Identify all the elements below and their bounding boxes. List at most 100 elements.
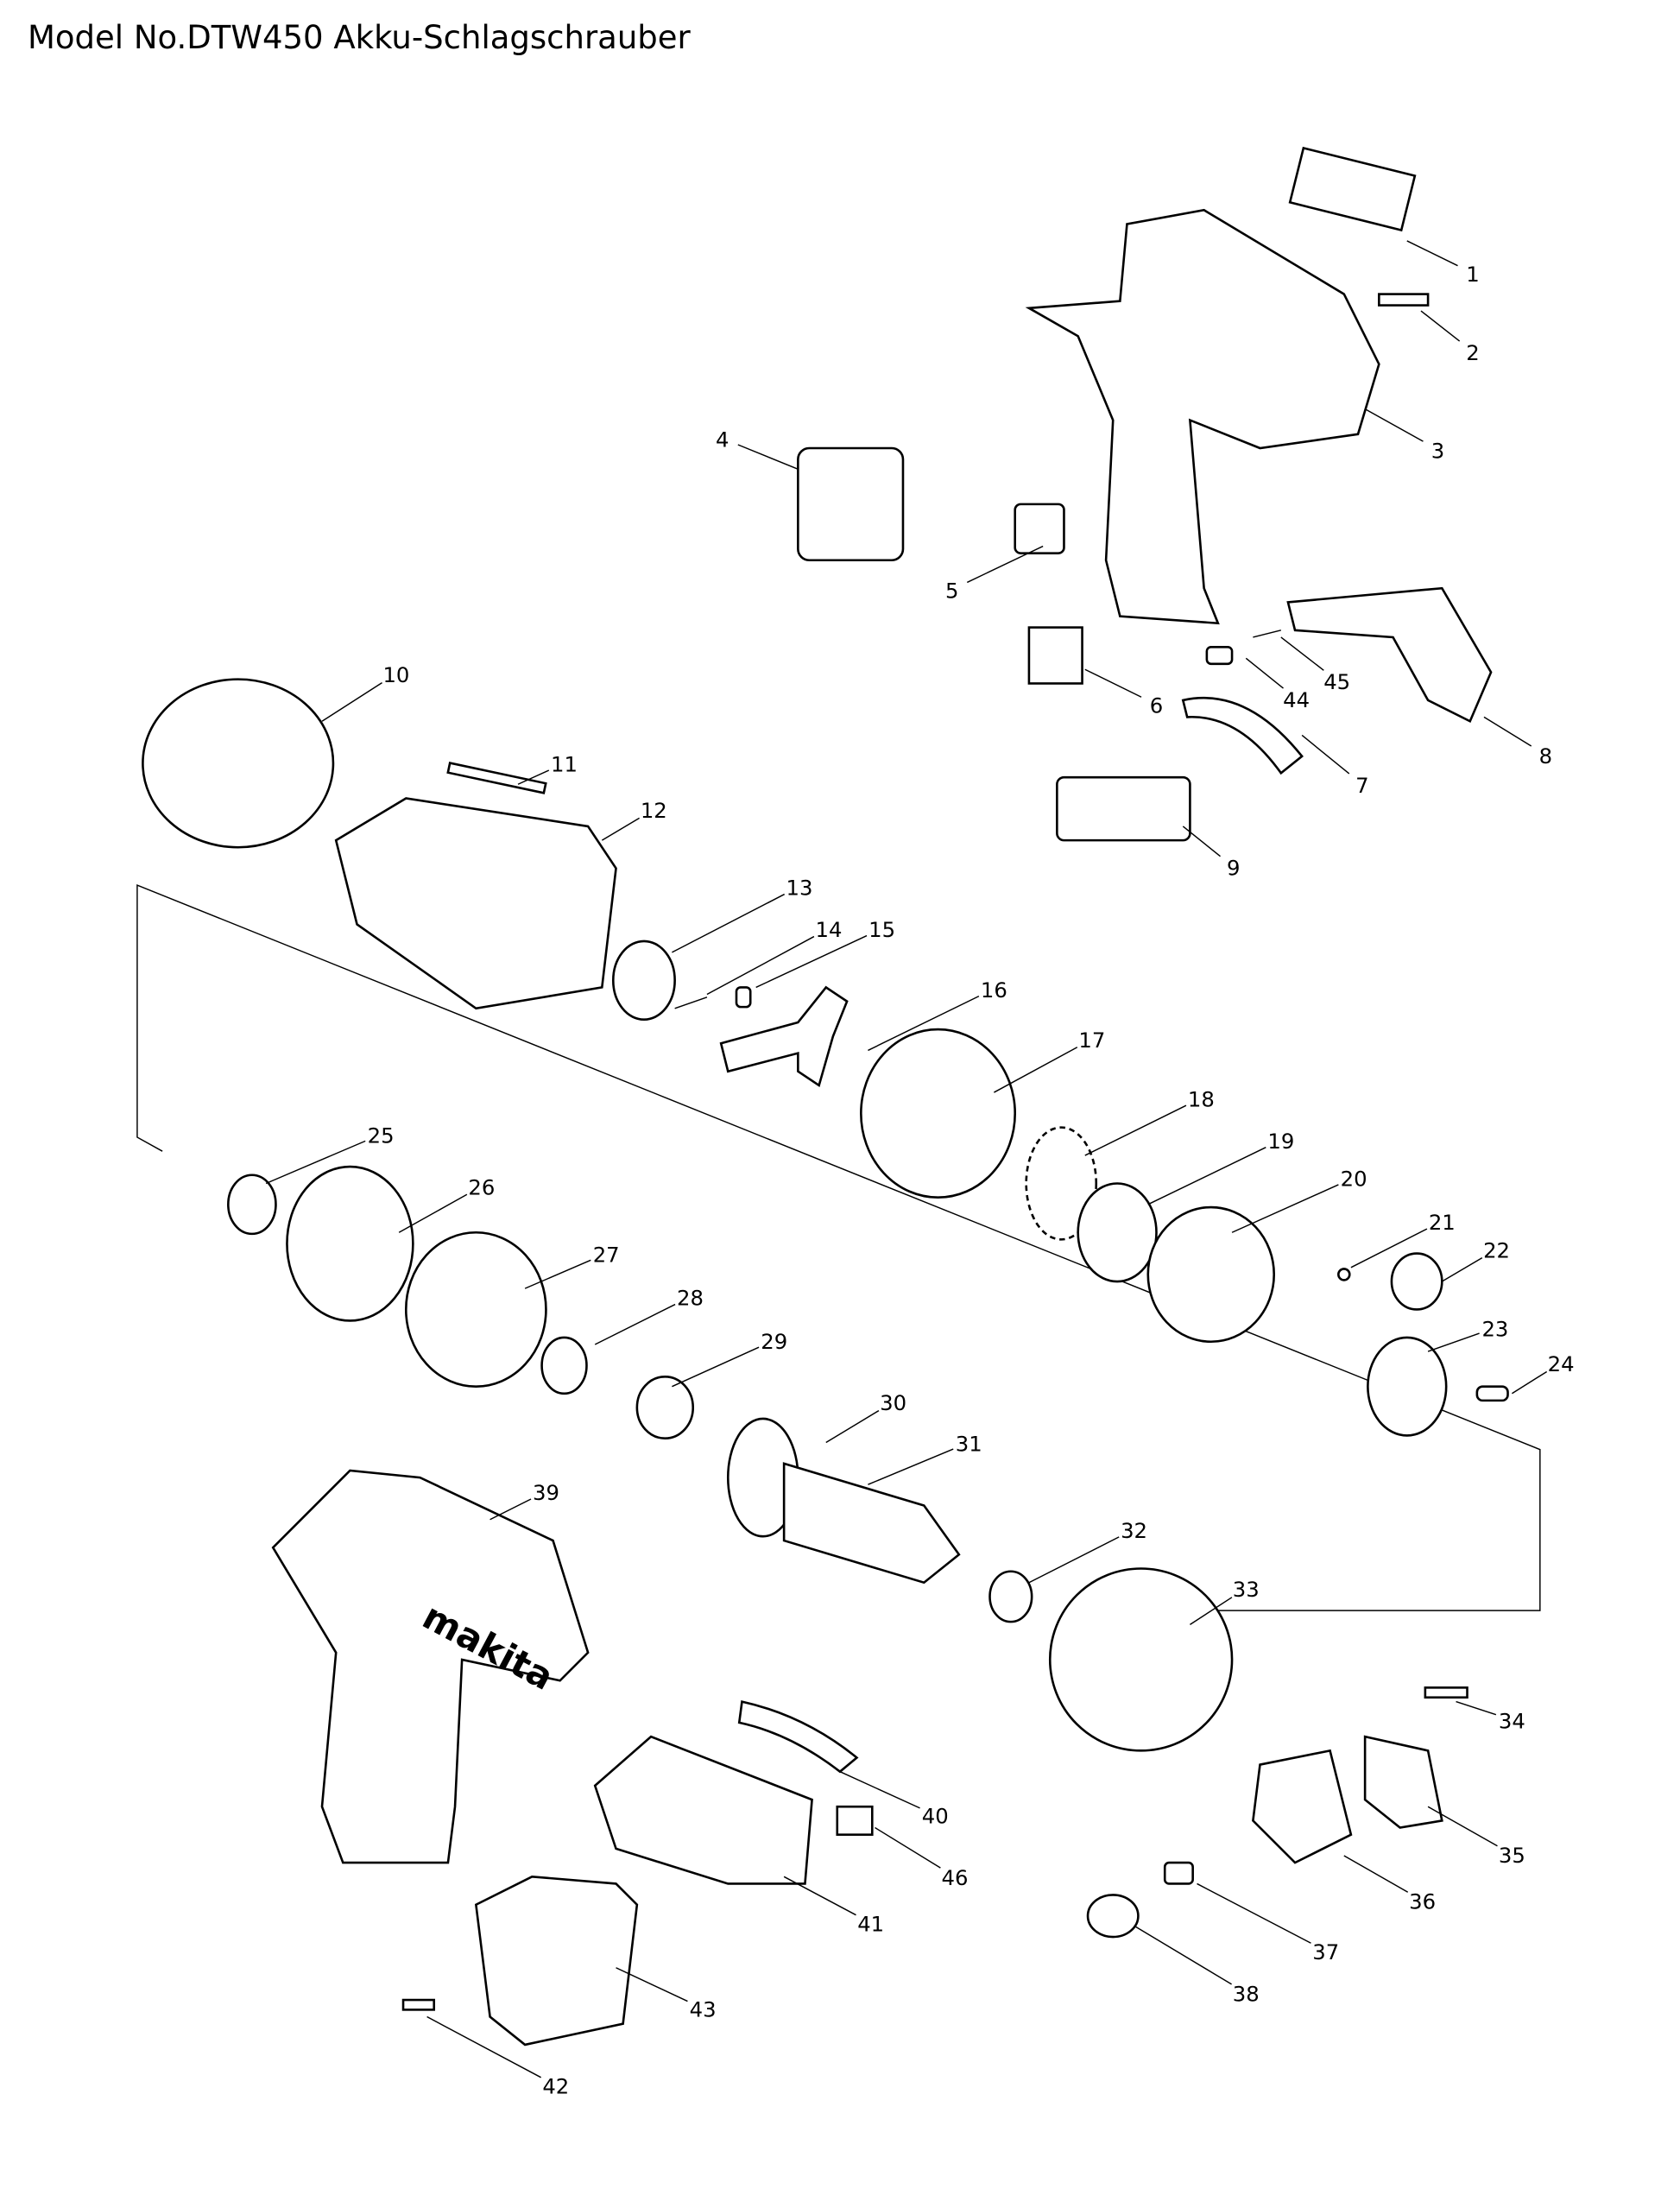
part-number-label: 25 (368, 1123, 395, 1148)
anvil (719, 985, 849, 1088)
rubber-grip-40 (737, 1700, 859, 1774)
leader-line (489, 1498, 532, 1521)
part-number-label: 46 (942, 1865, 969, 1890)
leader-lines (265, 240, 1548, 2078)
hammer-case (334, 797, 617, 1010)
o-ring-small (540, 1336, 588, 1395)
leader-line (825, 1409, 880, 1444)
leader-line (783, 1876, 856, 1916)
steel-ball-small (1337, 1268, 1351, 1281)
leader-line (1441, 1256, 1483, 1282)
controller (1014, 503, 1065, 554)
part-number-label: 23 (1481, 1316, 1508, 1341)
screw-42 (401, 1998, 436, 2011)
leader-line (966, 545, 1044, 584)
part-number-label: 8 (1539, 743, 1552, 769)
part-number-label: 17 (1078, 1028, 1105, 1053)
steel-ball (735, 986, 752, 1009)
leader-line (1231, 1184, 1339, 1233)
part-number-label: 36 (1409, 1889, 1436, 1914)
leader-line (616, 1967, 688, 2002)
leader-line (1147, 1147, 1266, 1205)
diagram-title: Model No.DTW450 Akku-Schlagschrauber (28, 19, 691, 56)
part-number-label: 29 (761, 1329, 787, 1354)
leader-line (994, 1047, 1078, 1093)
battery-cover-41 (593, 1735, 813, 1885)
part-number-label: 19 (1267, 1129, 1294, 1154)
ball-bearing-32 (988, 1570, 1033, 1623)
part-number-label: 34 (1499, 1708, 1525, 1733)
part-number-label: 43 (690, 1997, 717, 2022)
leader-line (1420, 310, 1461, 342)
pin (674, 996, 708, 1009)
switch-holder (836, 1805, 874, 1836)
leader-line (398, 1193, 468, 1233)
leader-line (1182, 826, 1221, 857)
part-number-label: 33 (1233, 1577, 1260, 1602)
part-number-label: 28 (677, 1286, 704, 1311)
part-number-label: 30 (880, 1390, 906, 1415)
part-number-label: 12 (641, 798, 667, 823)
part-number-label: 16 (981, 977, 1007, 1003)
part-number-label: 24 (1548, 1351, 1575, 1376)
part-number-label: 35 (1499, 1843, 1525, 1868)
part-number-label: 41 (857, 1912, 884, 1937)
leader-line (1427, 1806, 1498, 1847)
o-ring (286, 1165, 414, 1322)
leader-line (1512, 1370, 1548, 1395)
leader-line (1301, 734, 1350, 775)
brush-holder-36 (1252, 1749, 1353, 1864)
part-number-label: 9 (1227, 856, 1240, 881)
leader-line (601, 817, 640, 841)
armature (782, 1462, 961, 1585)
leader-line (1084, 1104, 1187, 1156)
assembly-bracket (136, 883, 1541, 1611)
part-number-label: 4 (716, 427, 729, 452)
leader-line (755, 934, 868, 989)
part-number-label: 32 (1121, 1518, 1147, 1543)
ball-bearing (635, 1376, 695, 1439)
spacer (1205, 646, 1234, 666)
part-number-label: 2 (1466, 340, 1479, 365)
leader-line (1190, 1597, 1233, 1625)
part-number-label: 5 (945, 579, 958, 604)
leader-line (265, 1140, 366, 1185)
part-number-label: 21 (1429, 1210, 1456, 1235)
leader-line (1364, 408, 1424, 442)
leader-line (1280, 636, 1324, 671)
leader-line (839, 1771, 920, 1809)
washer (611, 939, 676, 1022)
part-number-label: 13 (786, 875, 813, 900)
leader-line (1245, 657, 1284, 689)
part-number-label: 14 (816, 917, 843, 942)
leader-line (706, 935, 815, 996)
leader-line (524, 1259, 591, 1289)
terminal (1056, 775, 1191, 842)
part-number-label: 20 (1341, 1167, 1367, 1192)
carbon-brush (1163, 1861, 1194, 1885)
field (1048, 1567, 1234, 1752)
part-number-label: 11 (551, 752, 578, 777)
leader-line (672, 893, 786, 953)
leader-line (1343, 1855, 1409, 1893)
leader-line (426, 2015, 541, 2078)
leader-line (1028, 1536, 1120, 1584)
part-number-label: 37 (1312, 1939, 1339, 1964)
internal-gear (404, 1231, 547, 1388)
spindle (1367, 1336, 1448, 1437)
flat-washer (1077, 1182, 1158, 1283)
leader-line (517, 769, 550, 785)
part-number-label: 6 (1150, 693, 1163, 718)
part-number-label: 38 (1233, 1982, 1260, 2007)
part-number-label: 39 (533, 1480, 559, 1505)
part-number-label: 42 (542, 2074, 569, 2099)
rubber-grip (1181, 696, 1304, 775)
part-number-label: 27 (593, 1242, 620, 1267)
part-number-label: 44 (1283, 687, 1310, 712)
leader-line (672, 1346, 760, 1388)
leader-line (875, 1826, 941, 1869)
part-number-label: 26 (468, 1174, 495, 1199)
pin-45 (1253, 629, 1282, 638)
leader-line (868, 1448, 954, 1485)
